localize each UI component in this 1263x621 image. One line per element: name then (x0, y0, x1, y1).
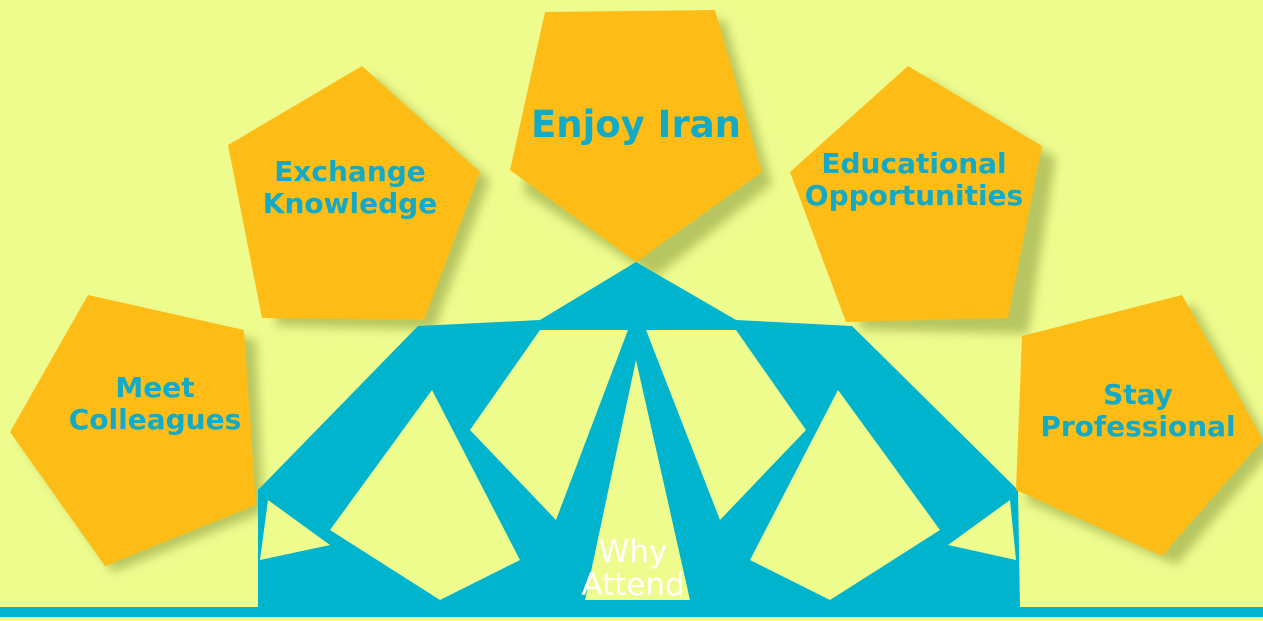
label-line: Opportunities (804, 179, 1024, 213)
center-label-line: Why (598, 534, 668, 570)
center-label-why-attend: Why Attend (548, 536, 718, 601)
pentagon-exchange-knowledge (228, 66, 480, 320)
bottom-bar (0, 607, 1263, 617)
label-meet-colleagues: Meet Colleagues (45, 371, 265, 437)
center-label-line: Attend (581, 566, 685, 603)
label-line: Exchange (274, 155, 426, 188)
label-line: Enjoy Iran (530, 103, 742, 146)
label-line: Meet (115, 371, 195, 404)
label-line: Knowledge (262, 187, 438, 221)
label-stay-professional: Stay Professional (1020, 378, 1256, 444)
label-line: Stay (1103, 378, 1173, 411)
label-enjoy-iran: Enjoy Iran (510, 103, 762, 147)
label-line: Educational (821, 147, 1007, 180)
star-cutouts (260, 330, 1016, 600)
pentagon-enjoy-iran (510, 10, 762, 262)
label-line: Colleagues (68, 403, 242, 437)
label-line: Professional (1040, 410, 1236, 444)
pentagon-stay-professional (1016, 295, 1263, 556)
label-educational-opportunities: Educational Opportunities (796, 147, 1032, 213)
pentagons (10, 10, 1263, 566)
pentagon-educational-opportunities (790, 66, 1042, 322)
pentagon-meet-colleagues (10, 295, 256, 566)
label-exchange-knowledge: Exchange Knowledge (238, 155, 462, 221)
center-star-pattern (258, 262, 1020, 607)
